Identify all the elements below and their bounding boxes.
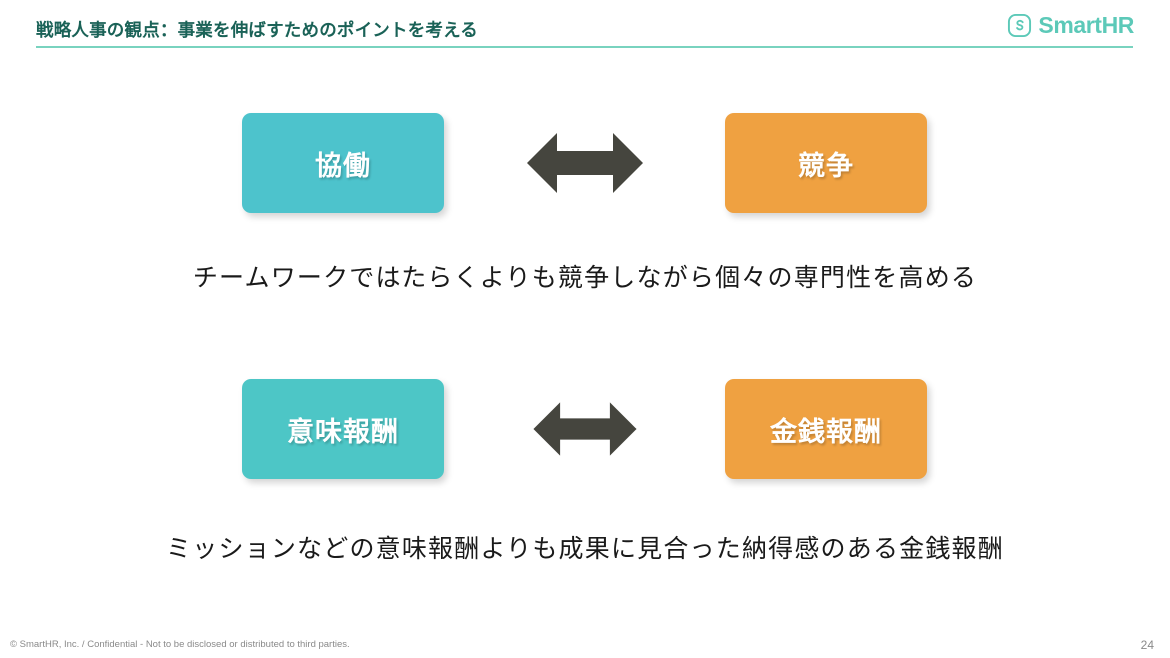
page-title: 戦略人事の観点：事業を伸ばすためのポイントを考える bbox=[36, 20, 478, 40]
double-headed-arrow-icon-1 bbox=[525, 127, 645, 199]
double-headed-arrow-icon-2 bbox=[525, 397, 645, 461]
concept-box-left-1[interactable]: 協働 bbox=[242, 113, 444, 213]
concept-box-left-2[interactable]: 意味報酬 bbox=[242, 379, 444, 479]
concept-label: 協働 bbox=[315, 150, 371, 181]
slide-header: 戦略人事の観点：事業を伸ばすためのポイントを考える SmartHR bbox=[0, 0, 1170, 48]
confidentiality-notice: © SmartHR, Inc. / Confidential - Not to … bbox=[10, 639, 350, 650]
smarthr-wordmark: SmartHR bbox=[1038, 12, 1134, 38]
comparison-caption-2: ミッションなどの意味報酬よりも成果に見合った納得感のある金銭報酬 bbox=[166, 535, 1004, 563]
slide-footer: © SmartHR, Inc. / Confidential - Not to … bbox=[0, 628, 1170, 658]
comparison-caption-1: チームワークではたらくよりも競争しながら個々の専門性を高める bbox=[192, 264, 978, 292]
comparison-row-1: 協働 競争 bbox=[0, 113, 1170, 213]
smarthr-logo: SmartHR bbox=[1007, 13, 1134, 38]
concept-label: 競争 bbox=[798, 150, 854, 181]
concept-box-right-1[interactable]: 競争 bbox=[725, 113, 927, 213]
header-divider bbox=[36, 46, 1133, 48]
page-number: 24 bbox=[1140, 638, 1154, 652]
concept-label: 金銭報酬 bbox=[770, 416, 882, 447]
smarthr-mark-icon bbox=[1007, 13, 1032, 38]
concept-label: 意味報酬 bbox=[287, 416, 399, 447]
comparison-row-2: 意味報酬 金銭報酬 bbox=[0, 379, 1170, 479]
concept-box-right-2[interactable]: 金銭報酬 bbox=[725, 379, 927, 479]
